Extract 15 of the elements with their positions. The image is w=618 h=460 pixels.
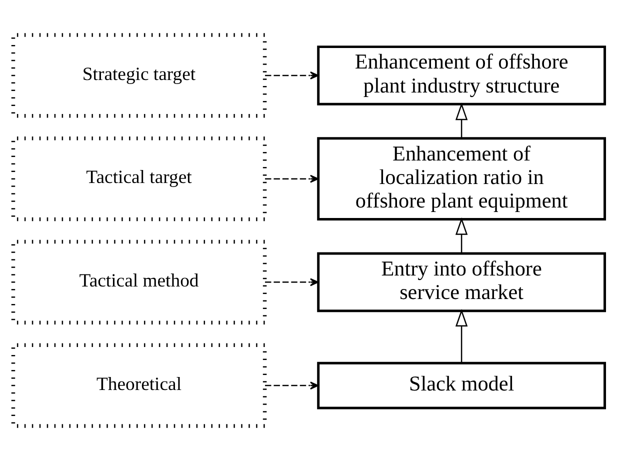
arrow xyxy=(265,381,319,390)
arrow xyxy=(455,216,468,253)
arrow xyxy=(455,308,468,362)
arrow xyxy=(265,174,319,182)
node-box: Tactical target xyxy=(11,136,267,221)
node-box: Enhancement of offshore plant industry structure xyxy=(317,45,606,105)
node-box: Enhancement of localization ratio in offshore plant equipment xyxy=(317,136,606,220)
node-box: Slack model xyxy=(317,361,606,409)
node-box: Theoretical xyxy=(11,342,267,428)
arrow xyxy=(455,102,468,138)
arrow xyxy=(265,278,319,286)
node-box: Entry into offshore service market xyxy=(317,252,606,312)
node-box: Tactical method xyxy=(11,239,267,324)
arrow xyxy=(265,70,319,79)
node-box: Strategic target xyxy=(11,32,267,118)
